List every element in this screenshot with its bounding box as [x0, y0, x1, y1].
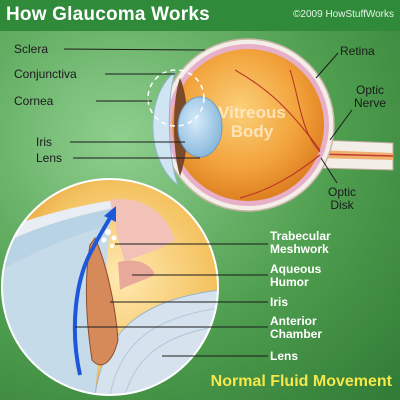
- page-title: How Glaucoma Works: [6, 4, 210, 25]
- label-lens: Lens: [36, 151, 63, 165]
- eye-front: [147, 69, 223, 187]
- label-conjunctiva: Conjunctiva: [14, 67, 77, 81]
- label-sclera: Sclera: [14, 42, 49, 56]
- label-anterior-chamber: Anterior Chamber: [270, 314, 323, 341]
- fluid-flow-arrow: [72, 216, 112, 376]
- eyeball: [161, 38, 335, 212]
- detail-leader-lines: [75, 243, 268, 357]
- header-bar: How Glaucoma Works ©2009 HowStuffWorks: [0, 0, 400, 31]
- optic-nerve: [317, 139, 394, 171]
- figure-caption: Normal Fluid Movement: [210, 373, 392, 390]
- label-trabecular-meshwork: Trabecular Meshwork: [270, 229, 331, 256]
- trabecular-meshwork: [101, 229, 117, 248]
- label-cornea: Cornea: [14, 94, 54, 108]
- label-optic-disk: Optic Disk: [327, 185, 356, 212]
- label-detail-lens: Lens: [270, 349, 299, 363]
- fluid-arrowhead: [104, 206, 116, 222]
- label-vitreous-body: Vitreous Body: [218, 103, 286, 141]
- magnified-detail: [2, 179, 218, 395]
- label-optic-nerve: Optic Nerve: [353, 83, 386, 110]
- label-iris: Iris: [36, 135, 52, 149]
- magnified-detail-border: [1, 178, 219, 396]
- copyright-notice: ©2009 HowStuffWorks: [293, 9, 394, 20]
- label-detail-iris: Iris: [270, 295, 289, 309]
- label-retina: Retina: [340, 44, 375, 58]
- eye-leader-lines: [63, 48, 353, 184]
- label-aqueous-humor: Aqueous Humor: [270, 262, 322, 289]
